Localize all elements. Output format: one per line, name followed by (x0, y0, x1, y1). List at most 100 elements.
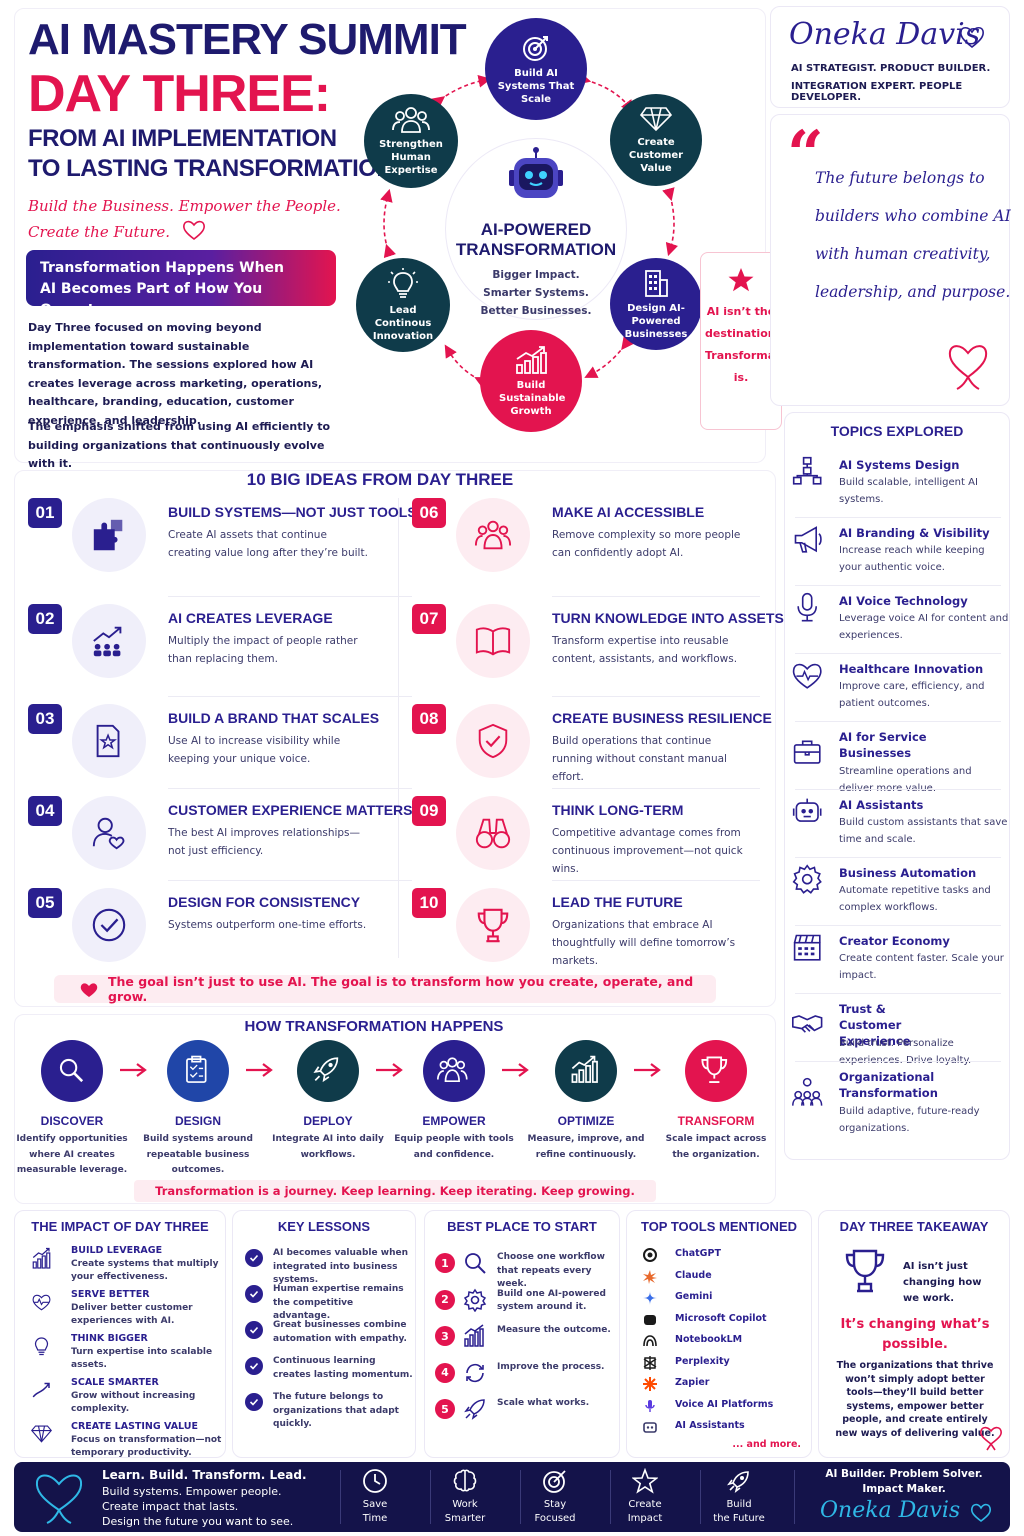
footer-item-l2: Impact (627, 1513, 663, 1524)
tool-item: Zapier (643, 1376, 813, 1394)
start-step: 5 Scale what works. (435, 1397, 621, 1431)
start-icon-wrap (463, 1288, 487, 1312)
footer-build-future: Build the Future (704, 1468, 774, 1526)
impact-card: THE IMPACT OF DAY THREE BUILD LEVERAGE C… (14, 1210, 226, 1458)
start-icon-wrap (463, 1251, 487, 1275)
idea-item: 04 CUSTOMER EXPERIENCE MATTERS The best … (28, 796, 413, 886)
tool-item: Perplexity (643, 1355, 813, 1373)
rocket-icon (313, 1057, 339, 1083)
intro-paragraph-2: The emphasis shifted from using AI effic… (28, 420, 331, 470)
idea-icon-circle (456, 888, 530, 962)
tools-card: TOP TOOLS MENTIONED ChatGPT Claude Gemin… (626, 1210, 812, 1458)
idea-number: 01 (28, 498, 62, 528)
idea-item: 07 TURN KNOWLEDGE INTO ASSETS Transform … (412, 604, 784, 694)
footer-separator (340, 1470, 341, 1524)
tool-name: NotebookLM (675, 1334, 743, 1345)
quote-line4: leadership, and purpose. (815, 283, 1011, 301)
tool-name: Microsoft Copilot (675, 1312, 767, 1324)
subtitle-line2: TO LASTING TRANSFORMATION (28, 155, 394, 182)
topic-title: Organizational Transformation (839, 1070, 938, 1100)
idea-title: THINK LONG-TERM (552, 802, 684, 818)
impact-title: SERVE BETTER (71, 1289, 150, 1300)
author-name: Oneka Davis (789, 17, 981, 52)
step-icon-circle (555, 1040, 617, 1102)
node-sustainable-growth: Build Sustainable Growth (480, 330, 582, 432)
topic-item: Trust & Customer Experience Build trust.… (785, 997, 1011, 1066)
footer-line2: Build systems. Empower people. (102, 1485, 282, 1498)
author-card: Oneka Davis AI STRATEGIST. PRODUCT BUILD… (770, 6, 1010, 108)
banner-line2: AI Becomes Part of How You Operate. (40, 281, 263, 318)
center-title1: AI-POWERED (480, 220, 592, 239)
idea-number: 06 (412, 498, 446, 528)
takeaway-text: The organizations that thrive won’t simp… (835, 1360, 995, 1439)
step-text: Measure, improve, and refine continuousl… (527, 1134, 645, 1160)
check-icon (245, 1285, 263, 1303)
footer-separator (700, 1470, 701, 1524)
idea-divider (168, 696, 412, 697)
center-sub3: Better Businesses. (480, 305, 592, 317)
zapier-icon (643, 1377, 657, 1391)
impact-text: Grow without increasing complexity. (71, 1391, 196, 1414)
topic-text: Streamline operations and deliver more v… (839, 766, 972, 794)
tool-item: Microsoft Copilot (643, 1312, 813, 1330)
footer-item-l2: the Future (713, 1513, 765, 1524)
impact-item: THINK BIGGER Turn expertise into scalabl… (29, 1333, 219, 1377)
impact-text: Create systems that multiply your effect… (71, 1259, 219, 1282)
claude-icon (643, 1269, 657, 1284)
lessons-card: KEY LESSONS AI becomes valuable when int… (232, 1210, 416, 1458)
trend-arrow-icon (32, 1382, 50, 1398)
topic-title: Trust & Customer Experience (839, 1002, 911, 1048)
topics-panel: TOPICS EXPLORED AI Systems Design Build … (784, 412, 1010, 1160)
topic-item: AI Branding & Visibility Increase reach … (785, 521, 1011, 589)
tool-name: AI Assistants (675, 1420, 745, 1431)
start-step: 3 Measure the outcome. (435, 1324, 621, 1358)
start-step-text: Improve the process. (497, 1361, 605, 1372)
check-icon (245, 1321, 263, 1339)
impact-icon-wrap (31, 1335, 61, 1365)
big-ideas-title: 10 BIG IDEAS FROM DAY THREE (246, 470, 514, 489)
footer-bar: Learn. Build. Transform. Lead. Build sys… (14, 1462, 1010, 1532)
idea-item: 06 MAKE AI ACCESSIBLE Remove complexity … (412, 498, 772, 588)
idea-title: AI CREATES LEVERAGE (168, 610, 333, 626)
star-icon (728, 268, 754, 292)
impact-title: THINK BIGGER (71, 1333, 148, 1344)
perplexity-icon (643, 1355, 657, 1370)
process-step: TRANSFORM Scale impact across the organi… (656, 1040, 776, 1163)
topic-icon-wrap (791, 659, 827, 695)
diamond-icon (640, 106, 672, 131)
impact-item: BUILD LEVERAGE Create systems that multi… (29, 1245, 219, 1289)
topic-text: Improve care, efficiency, and patient ou… (839, 681, 985, 709)
voice-ai-icon (645, 1399, 655, 1412)
topic-divider (795, 1061, 1001, 1062)
start-step-number: 3 (435, 1326, 455, 1346)
tool-name: Voice AI Platforms (675, 1398, 774, 1410)
copilot-icon (644, 1314, 656, 1325)
process-step: OPTIMIZE Measure, improve, and refine co… (526, 1040, 646, 1163)
heart-icon (970, 1503, 992, 1523)
cup-trophy-icon (701, 1056, 728, 1083)
idea-text: Use AI to increase visibility while keep… (168, 735, 341, 765)
lesson-text: Continuous learning creates lasting mome… (273, 1356, 413, 1380)
step-title: DEPLOY (303, 1114, 353, 1128)
step-arrow-icon (500, 1062, 530, 1078)
step-text: Identify opportunities where AI creates … (16, 1134, 128, 1175)
bulb-icon (34, 1337, 49, 1356)
idea-title: BUILD A BRAND THAT SCALES (168, 710, 380, 726)
start-step-number: 1 (435, 1253, 455, 1273)
node-create-customer-value: Create Customer Value (610, 94, 702, 186)
heart-icon (948, 345, 988, 390)
book-icon (475, 627, 511, 656)
topic-item: Healthcare Innovation Improve care, effi… (785, 657, 1011, 725)
tools-title: TOP TOOLS MENTIONED (640, 1219, 798, 1234)
idea-title: CUSTOMER EXPERIENCE MATTERS (168, 802, 413, 818)
growth-chart-icon (516, 345, 547, 374)
idea-text: Build operations that continue running w… (552, 735, 727, 783)
lightbulb-icon (388, 267, 418, 298)
magnifier-icon (59, 1058, 84, 1083)
node-label: Strengthen Human Expertise (379, 138, 443, 176)
transformation-banner: Transformation Happens When AI Becomes P… (26, 250, 336, 318)
impact-text: Turn expertise into scalable assets. (71, 1347, 213, 1370)
impact-icon-wrap (31, 1247, 61, 1277)
chart-up-icon (32, 1247, 51, 1269)
quote-card: “ The future belongs to builders who com… (770, 114, 1011, 406)
